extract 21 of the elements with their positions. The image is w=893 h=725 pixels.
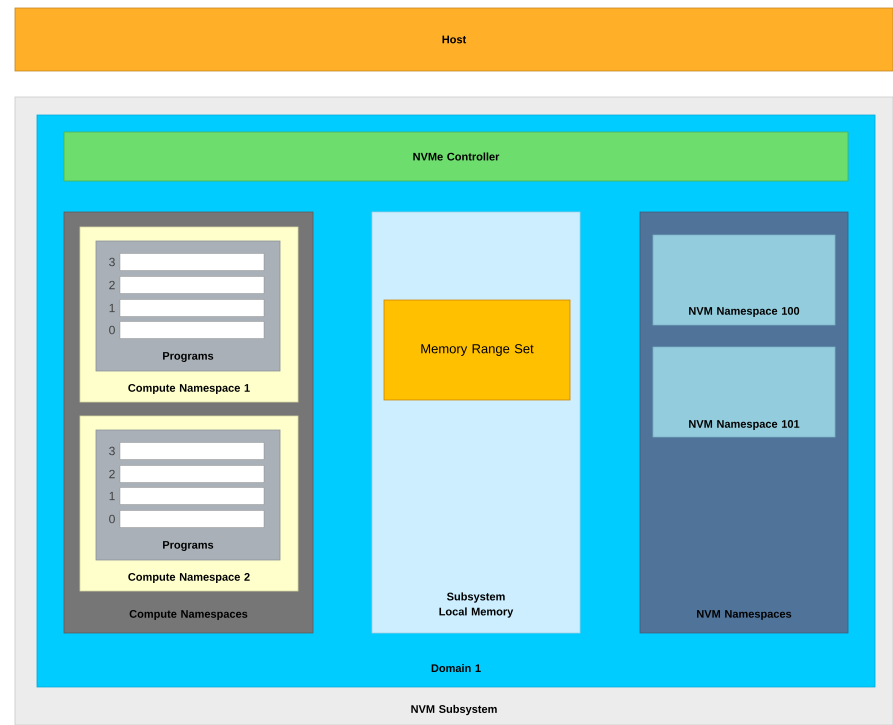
slot-field xyxy=(120,510,264,528)
slot-number: 2 xyxy=(109,470,115,478)
slot-field xyxy=(120,299,264,317)
slot-field xyxy=(120,253,264,271)
namespace-box: NVM Namespace 100 xyxy=(652,234,836,326)
host-bar: Host xyxy=(14,8,893,72)
controller-bar: NVMe Controller xyxy=(64,132,848,182)
slot-number: 3 xyxy=(109,446,115,456)
slot-number: 3 xyxy=(109,258,115,266)
slot-field xyxy=(120,465,264,483)
namespace-box: NVM Namespace 101 xyxy=(652,346,836,438)
slot-number: 0 xyxy=(109,326,115,334)
slot-field xyxy=(120,321,264,339)
slot-number: 2 xyxy=(109,280,115,290)
slot-number: 0 xyxy=(109,514,115,524)
memory-range-box: Memory Range Set xyxy=(384,300,570,400)
slot-field xyxy=(120,442,264,460)
slot-field xyxy=(120,276,264,294)
slot-number: 1 xyxy=(110,304,115,312)
slot-number: 1 xyxy=(110,492,115,500)
slot-field xyxy=(120,487,264,505)
